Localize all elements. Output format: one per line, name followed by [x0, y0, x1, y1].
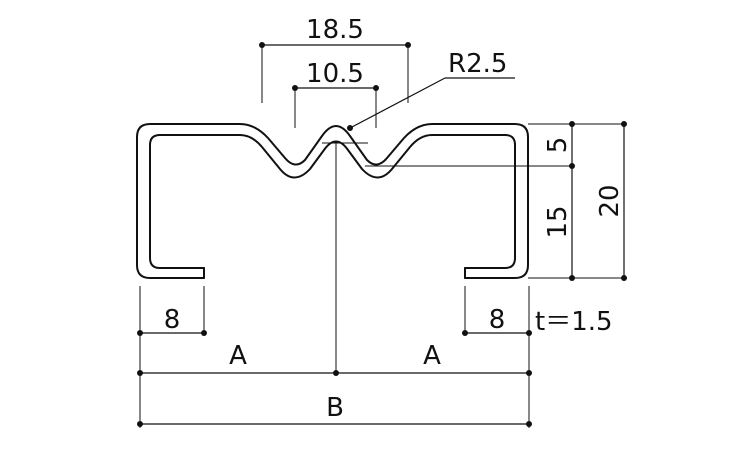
dim-dot	[137, 330, 143, 336]
dim-dot	[462, 330, 468, 336]
dim-dot	[569, 163, 575, 169]
dim-dot	[373, 85, 379, 91]
label-right-lip: 8	[489, 305, 506, 335]
dim-dot	[569, 121, 575, 127]
label-half-right: A	[423, 341, 441, 371]
label-18-5: 18.5	[306, 15, 364, 45]
profile-outer-edge	[136, 123, 529, 279]
label-total-height: 20	[595, 184, 625, 217]
label-depth: 5	[543, 137, 573, 154]
dim-dot	[137, 370, 143, 376]
label-10-5: 10.5	[306, 59, 364, 89]
label-half-left: A	[229, 341, 247, 371]
label-inner-height: 15	[543, 205, 573, 238]
dim-dot	[201, 330, 207, 336]
dim-dot	[526, 370, 532, 376]
dim-dot	[259, 42, 265, 48]
dim-dot	[621, 121, 627, 127]
label-left-lip: 8	[164, 305, 181, 335]
dim-dot	[292, 85, 298, 91]
dim-dot	[405, 42, 411, 48]
label-total-width: B	[326, 393, 344, 423]
dim-dot	[526, 421, 532, 427]
profile-inner-edge	[149, 134, 516, 269]
dim-dot	[569, 275, 575, 281]
label-radius: R2.5	[448, 49, 507, 79]
dim-dot	[621, 275, 627, 281]
dim-dot	[333, 370, 339, 376]
radius-leader	[349, 77, 446, 129]
dim-dot	[526, 330, 532, 336]
radius-dot	[347, 125, 353, 131]
dim-dot	[137, 421, 143, 427]
label-thickness: t＝1.5	[535, 307, 613, 337]
